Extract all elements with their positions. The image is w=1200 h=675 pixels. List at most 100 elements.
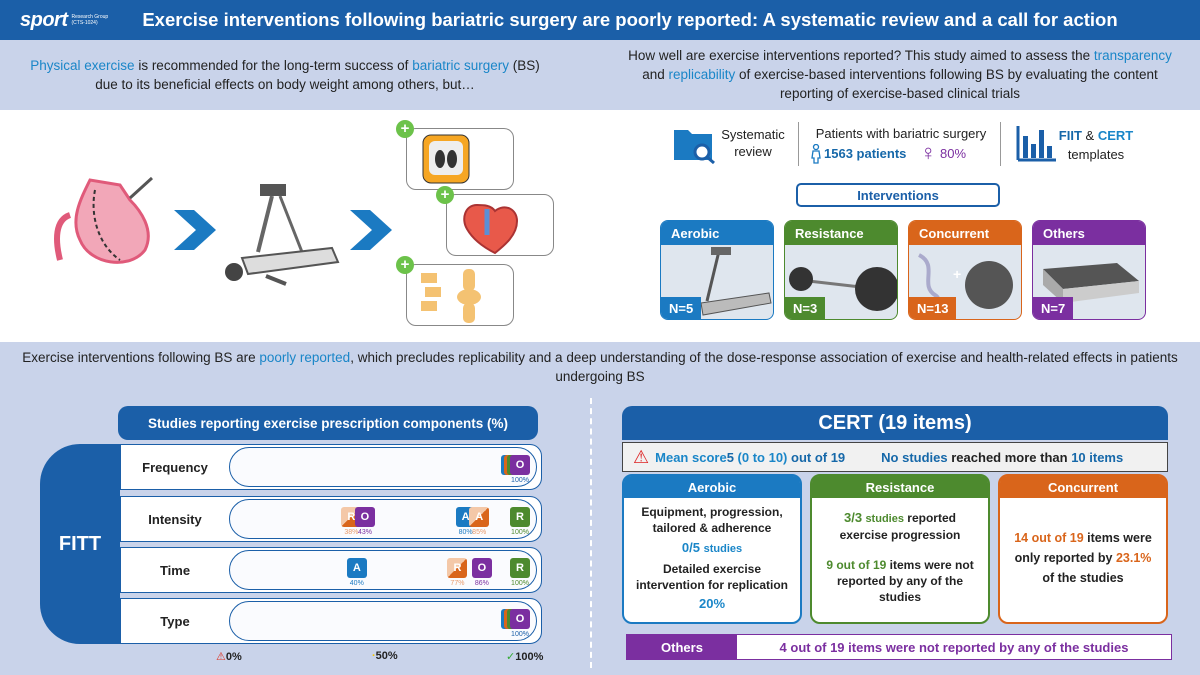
aerobic-line1: Equipment, progression, tailored & adher…	[641, 505, 783, 535]
intro-left: Physical exercise is recommended for the…	[20, 56, 550, 94]
cert-box-header: Resistance	[812, 476, 988, 498]
none-prefix: No studies	[881, 449, 948, 465]
logo-subtitle: Research Group (CTS-1024)	[71, 14, 109, 26]
intervention-card-resistance: Resistance N=3	[784, 220, 898, 320]
legend-50-label: 50%	[375, 650, 398, 662]
legend-0-label: 0%	[225, 651, 242, 663]
intervention-n: N=7	[1033, 297, 1074, 319]
heart-icon	[463, 203, 519, 255]
others-items-n: 4 out of 19	[779, 639, 845, 655]
cert-box-aerobic: Aerobic Equipment, progression, tailored…	[622, 474, 802, 624]
warning-icon: ⚠	[216, 651, 226, 663]
interventions-label: Interventions	[796, 183, 1000, 207]
logo-text: sport	[20, 8, 68, 31]
scale-icon	[422, 134, 470, 184]
fitt-legend: ⚠0% ·50% ✓100%	[200, 650, 560, 666]
bar-chart-icon	[1016, 126, 1056, 162]
summary-p2: poorly reported	[259, 350, 351, 365]
intro-right-p4: replicability	[668, 67, 736, 82]
fitt-mark-r: R	[447, 558, 468, 578]
cert-box-header: Concurrent	[1000, 476, 1166, 498]
study-design: Systematic review	[718, 126, 788, 160]
template-fiit: FIIT	[1058, 128, 1082, 143]
fitt-mark-pct: 100%	[511, 580, 529, 587]
resistance-items-n: 9 out of 19	[826, 558, 887, 572]
legend-50: ·50%	[372, 650, 398, 662]
template-cert: CERT	[1097, 128, 1134, 143]
templates: FIIT & CERT templates	[1058, 126, 1134, 164]
chevron-right-icon	[350, 210, 392, 250]
concurrent-items-n: 14 out of 19	[1014, 531, 1084, 545]
cert-others-bar: Others 4 out of 19 items were not report…	[626, 634, 1172, 660]
intro-right-p1: How well are exercise interventions repo…	[628, 48, 1094, 63]
fitt-mark-pct: 100%	[511, 529, 529, 536]
intro-right-p5: of exercise-based interventions followin…	[735, 67, 1158, 101]
fitt-mark-a: A	[346, 558, 367, 578]
resistance-text1: reported exercise progression	[839, 511, 961, 542]
cert-box-resistance: Resistance 3/3 studies reported exercise…	[810, 474, 990, 624]
fitt-row-label: Intensity	[148, 511, 202, 527]
summary-p1: Exercise interventions following BS are	[22, 350, 260, 365]
female-icon: ♀	[920, 140, 937, 165]
fitt-mark-pct: 86%	[474, 580, 489, 587]
resistance-text2: items were not reported by any of the st…	[836, 558, 974, 604]
person-icon	[811, 144, 821, 164]
intervention-card-others: Others N=7	[1032, 220, 1146, 320]
intervention-name: Resistance	[785, 221, 897, 245]
none-value: 10 items	[1071, 449, 1124, 465]
heart-card	[446, 194, 554, 256]
intro-left-p2: is recommended for the long-term success…	[134, 58, 413, 73]
intervention-card-concurrent: Concurrent + N=13	[908, 220, 1022, 320]
patients-n: 1563	[824, 146, 853, 161]
fitt-mark-r: R	[510, 558, 530, 578]
fitt-mark-pct: 100%	[511, 477, 529, 484]
others-text-body: items were not reported by any of the st…	[844, 639, 1129, 655]
intro-left-p3: bariatric surgery	[412, 58, 509, 73]
svg-text:+: +	[953, 266, 961, 282]
cert-box-concurrent: Concurrent 14 out of 19 items were only …	[998, 474, 1168, 624]
header-bar: sport Research Group (CTS-1024) Exercise…	[0, 0, 1200, 40]
fitt-mark-pct: 100%	[511, 631, 529, 638]
treadmill-icon	[700, 247, 772, 316]
intervention-name: Concurrent	[909, 221, 1021, 245]
cert-title: CERT (19 items)	[622, 406, 1168, 440]
templates-word: templates	[1067, 147, 1125, 162]
fitt-mark-pct: 80%	[458, 529, 473, 536]
intro-right: How well are exercise interventions repo…	[620, 46, 1180, 103]
treadmill-icon	[225, 184, 340, 286]
step-platform-icon	[1043, 263, 1139, 303]
bones-icon	[421, 269, 481, 323]
population-label: Patients with bariatric surgery	[815, 126, 987, 141]
fitt-row-label: Time	[159, 562, 191, 578]
intro-right-p2: transparency	[1093, 48, 1172, 63]
cert-box-header: Aerobic	[624, 476, 800, 498]
legend-100-label: 100%	[515, 651, 544, 663]
fitt-mark-pct: 85%	[472, 529, 487, 536]
bones-card	[406, 264, 514, 326]
mean-range: (0 to 10)	[733, 449, 791, 465]
aerobic-pct: 20%	[698, 596, 726, 611]
patients-count: 1563 patients	[824, 146, 906, 161]
stomach-icon	[54, 176, 154, 264]
fitt-mark-pct: 43%	[357, 529, 372, 536]
dot-icon: ·	[372, 650, 376, 662]
resistance-studies-word: studies	[865, 513, 904, 525]
aerobic-studies-word: studies	[703, 543, 743, 555]
aerobic-studies-n: 0/5	[681, 540, 700, 555]
concurrent-text2: of the studies	[1042, 571, 1124, 585]
legend-100: ✓100%	[506, 650, 543, 663]
fitt-mark-pct: 77%	[450, 580, 465, 587]
fitt-mark-r: R	[510, 507, 530, 527]
aerobic-studies: 0/5 studies	[624, 540, 800, 555]
mean-prefix: Mean score	[655, 449, 727, 465]
check-icon: ✓	[506, 651, 516, 663]
resistance-line1: 3/3 studies reported exercise progressio…	[812, 498, 988, 543]
fitt-mark-o: O	[471, 558, 492, 578]
intervention-n: N=5	[661, 297, 702, 319]
warning-icon: ⚠	[633, 446, 650, 467]
scale-card	[406, 128, 514, 190]
